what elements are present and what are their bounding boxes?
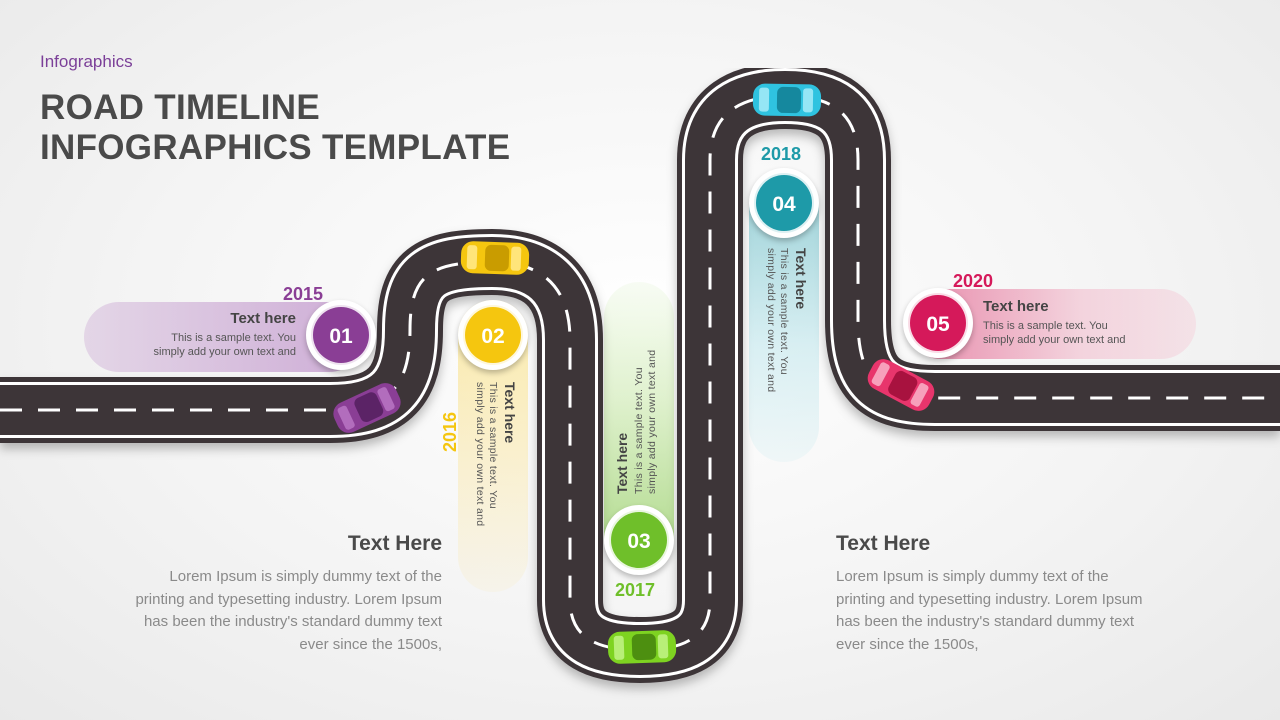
milestone-1-heading: Text here	[230, 310, 296, 327]
milestone-1-year: 2015	[283, 284, 324, 304]
summary-left-line: printing and typesetting industry. Lorem…	[135, 590, 442, 608]
milestone-1-number: 01	[311, 305, 371, 365]
milestone-2-badge: 02	[458, 300, 528, 370]
milestone-2-heading: Text here	[502, 382, 518, 444]
car-icon	[607, 630, 677, 664]
milestone-3-heading: Text here	[614, 432, 630, 494]
summary-right-line: printing and typesetting industry. Lorem…	[836, 590, 1143, 608]
milestone-5-text: Text here This is a sample text. You sim…	[983, 298, 1183, 347]
milestone-4-line1: This is a sample text. You	[778, 248, 790, 375]
milestone-5-line1: This is a sample text. You	[983, 320, 1108, 332]
milestone-5-badge: 05	[903, 288, 973, 358]
summary-left-line: Lorem Ipsum is simply dummy text of the	[169, 568, 442, 585]
milestone-1-line1: This is a sample text. You	[171, 332, 296, 344]
title-line-1: ROAD TIMELINE	[40, 88, 321, 127]
category-label: Infographics	[40, 52, 133, 71]
car-icon	[752, 83, 822, 117]
milestone-4-number: 04	[754, 173, 814, 233]
milestone-2-number: 02	[463, 305, 523, 365]
milestone-4-badge: 04	[749, 168, 819, 238]
summary-right-line: ever since the 1500s,	[836, 635, 979, 653]
milestone-1-badge: 01	[306, 300, 376, 370]
milestone-4-line2: simply add your own text and	[765, 248, 777, 393]
milestone-4-text: Text here This is a sample text. You sim…	[764, 248, 809, 392]
milestone-4-heading: Text here	[793, 248, 809, 310]
milestone-3-line1: This is a sample text. You	[633, 367, 645, 494]
summary-right: Text Here Lorem Ipsum is simply dummy te…	[836, 532, 1206, 656]
page-title: ROAD TIMELINE INFOGRAPHICS TEMPLATE	[40, 88, 510, 168]
milestone-5-year: 2020	[953, 271, 994, 291]
milestone-5-line2: simply add your own text and	[983, 334, 1126, 346]
summary-left-line: ever since the 1500s,	[299, 635, 442, 653]
car-icon	[333, 383, 401, 433]
milestone-5-heading: Text here	[983, 298, 1049, 315]
car-icon	[460, 241, 530, 275]
milestone-3-year: 2017	[615, 580, 656, 600]
summary-left-line: has been the industry's standard dummy t…	[143, 613, 442, 630]
milestone-1-line2: simply add your own text and	[153, 346, 296, 358]
milestone-2-line2: simply add your own text and	[474, 382, 486, 527]
title-line-2: INFOGRAPHICS TEMPLATE	[40, 128, 511, 167]
summary-left-heading: Text Here	[347, 532, 442, 555]
summary-left: Text Here Lorem Ipsum is simply dummy te…	[72, 532, 442, 656]
milestone-2-text: Text here This is a sample text. You sim…	[473, 382, 518, 526]
milestone-1-text: Text here This is a sample text. You sim…	[110, 310, 296, 359]
milestone-3-badge: 03	[604, 505, 674, 575]
milestone-2-line1: This is a sample text. You	[487, 382, 499, 509]
summary-right-line: has been the industry's standard dummy t…	[836, 613, 1135, 630]
milestone-3-line2: simply add your own text and	[646, 349, 658, 494]
milestone-3-number: 03	[609, 510, 669, 570]
summary-right-heading: Text Here	[836, 532, 931, 555]
milestone-5-number: 05	[908, 293, 968, 353]
milestone-2-year: 2016	[440, 411, 460, 452]
car-icon	[867, 359, 935, 411]
milestone-3-text: Text here This is a sample text. You sim…	[614, 350, 659, 494]
summary-right-line: Lorem Ipsum is simply dummy text of the	[836, 568, 1109, 585]
milestone-4-year: 2018	[761, 144, 802, 164]
